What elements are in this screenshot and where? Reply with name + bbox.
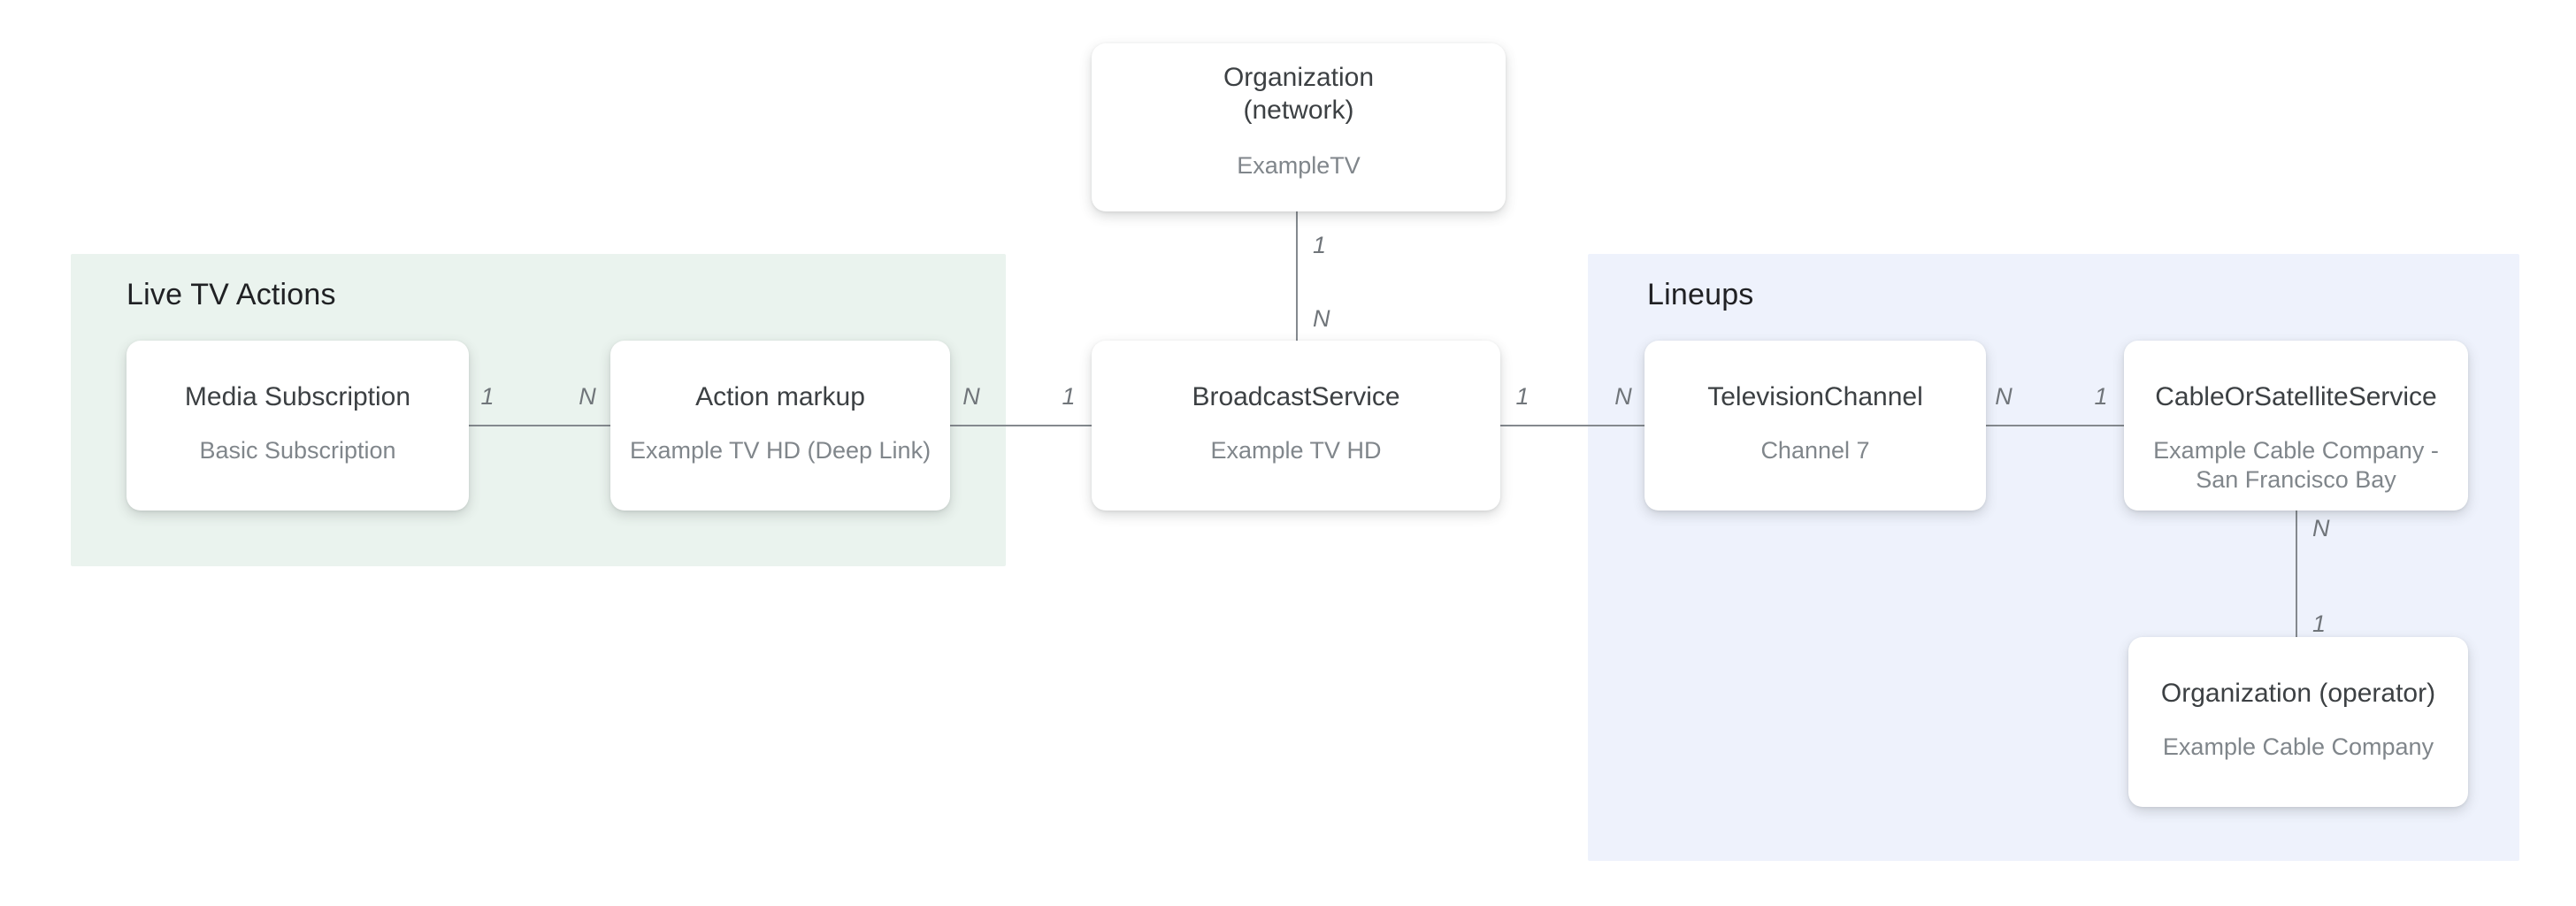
live-tv-actions-panel-title: Live TV Actions <box>126 278 336 311</box>
cardinality-label: 1 <box>2094 383 2108 410</box>
node-subtitle: ExampleTV <box>1237 152 1361 179</box>
node-subtitle: Example TV HD (Deep Link) <box>629 437 932 464</box>
node-cable-or-satellite-service: CableOrSatelliteService Example Cable Co… <box>2124 341 2468 511</box>
connector-media-subscription-to-action-markup <box>469 425 610 426</box>
node-title: BroadcastService <box>1192 382 1400 411</box>
node-title: Organization (network) <box>1223 63 1375 125</box>
cardinality-label: N <box>1614 383 1632 410</box>
node-subtitle: Channel 7 <box>1760 437 1870 464</box>
node-television-channel: TelevisionChannel Channel 7 <box>1644 341 1986 511</box>
node-title: Action markup <box>695 382 865 411</box>
node-subtitle: Example Cable Company <box>2162 733 2434 760</box>
cardinality-label: 1 <box>1515 383 1530 410</box>
connector-action-markup-to-broadcast-service <box>950 425 1092 426</box>
node-organization-network: Organization (network) ExampleTV <box>1092 43 1506 211</box>
node-title: Organization (operator) <box>2160 679 2436 708</box>
connector-broadcast-service-to-television-channel <box>1500 425 1644 426</box>
cardinality-label: 1 <box>2312 610 2327 637</box>
connector-cable-or-satellite-service-to-organization-operator <box>2296 511 2297 637</box>
cardinality-label: N <box>1313 305 1330 332</box>
lineups-panel-title: Lineups <box>1647 278 1754 311</box>
node-subtitle: Example Cable Company - San Francisco Ba… <box>2153 437 2439 493</box>
cardinality-label: 1 <box>1313 232 1327 258</box>
node-subtitle: Example TV HD <box>1210 437 1382 464</box>
cardinality-label: N <box>579 383 596 410</box>
node-subtitle: Basic Subscription <box>199 437 396 464</box>
node-title: Media Subscription <box>184 382 411 411</box>
cardinality-label: 1 <box>1062 383 1076 410</box>
node-title: CableOrSatelliteService <box>2155 382 2437 411</box>
node-organization-operator: Organization (operator) Example Cable Co… <box>2128 637 2468 807</box>
cardinality-label: N <box>2312 515 2330 541</box>
cardinality-label: N <box>962 383 980 410</box>
node-title: TelevisionChannel <box>1707 382 1923 411</box>
connector-organization-network-to-broadcast-service <box>1296 211 1298 341</box>
connector-television-channel-to-cable-or-satellite-service <box>1986 425 2124 426</box>
node-action-markup: Action markup Example TV HD (Deep Link) <box>610 341 950 511</box>
node-broadcast-service: BroadcastService Example TV HD <box>1092 341 1500 511</box>
node-media-subscription: Media Subscription Basic Subscription <box>126 341 469 511</box>
cardinality-label: 1 <box>480 383 494 410</box>
cardinality-label: N <box>1995 383 2012 410</box>
